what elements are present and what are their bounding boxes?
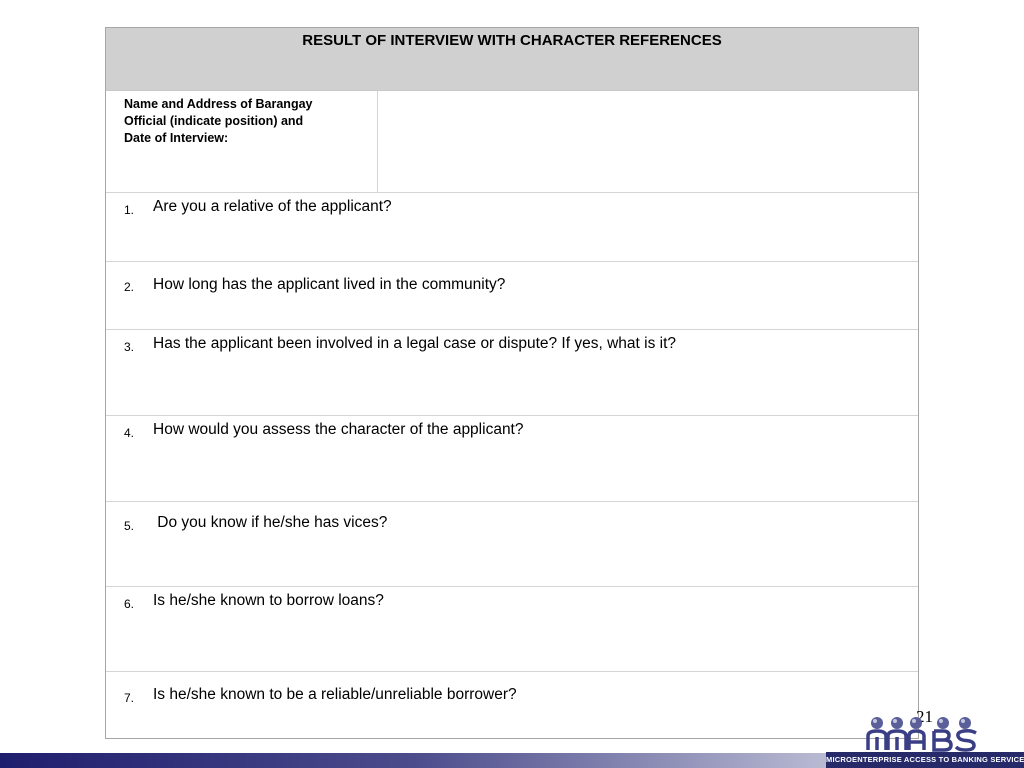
form-title: RESULT OF INTERVIEW WITH CHARACTER REFER… bbox=[302, 32, 722, 49]
question-text: Do you know if he/she has vices? bbox=[153, 514, 388, 531]
question-row-2[interactable]: 2. How long has the applicant lived in t… bbox=[106, 262, 918, 330]
logo-tagline: MICROENTERPRISE ACCESS TO BANKING SERVIC… bbox=[826, 752, 1024, 768]
question-text: How long has the applicant lived in the … bbox=[153, 276, 506, 293]
barangay-official-row: Name and Address of Barangay Official (i… bbox=[106, 91, 918, 193]
question-text: Is he/she known to be a reliable/unrelia… bbox=[153, 686, 517, 703]
question-text: Are you a relative of the applicant? bbox=[153, 198, 392, 215]
official-label-line: Date of Interview: bbox=[124, 131, 229, 145]
question-number: 6. bbox=[124, 597, 135, 611]
question-number: 1. bbox=[124, 203, 135, 217]
official-label-line: Name and Address of Barangay bbox=[124, 97, 313, 111]
barangay-official-label: Name and Address of Barangay Official (i… bbox=[106, 91, 378, 192]
question-text: Has the applicant been involved in a leg… bbox=[153, 335, 677, 352]
question-number: 3. bbox=[124, 340, 135, 354]
barangay-official-answer-cell[interactable] bbox=[378, 91, 918, 192]
mabs-logo-graphic bbox=[866, 717, 977, 752]
question-text: Is he/she known to borrow loans? bbox=[153, 592, 384, 609]
form-header: RESULT OF INTERVIEW WITH CHARACTER REFER… bbox=[106, 28, 918, 91]
question-number: 5. bbox=[124, 519, 135, 533]
question-number: 7. bbox=[124, 691, 135, 705]
mabs-logo: MICROENTERPRISE ACCESS TO BANKING SERVIC… bbox=[826, 710, 1024, 768]
question-row-7[interactable]: 7. Is he/she known to be a reliable/unre… bbox=[106, 672, 918, 738]
question-row-3[interactable]: 3. Has the applicant been involved in a … bbox=[106, 330, 918, 416]
interview-form-table: RESULT OF INTERVIEW WITH CHARACTER REFER… bbox=[105, 27, 919, 739]
footer-gradient-bar bbox=[0, 753, 826, 768]
question-row-5[interactable]: 5. Do you know if he/she has vices? bbox=[106, 502, 918, 587]
question-text: How would you assess the character of th… bbox=[153, 421, 524, 438]
official-label-line: Official (indicate position) and bbox=[124, 114, 304, 128]
question-row-1[interactable]: 1. Are you a relative of the applicant? bbox=[106, 193, 918, 262]
question-row-6[interactable]: 6. Is he/she known to borrow loans? bbox=[106, 587, 918, 672]
question-number: 4. bbox=[124, 426, 135, 440]
question-number: 2. bbox=[124, 280, 135, 294]
question-row-4[interactable]: 4. How would you assess the character of… bbox=[106, 416, 918, 502]
